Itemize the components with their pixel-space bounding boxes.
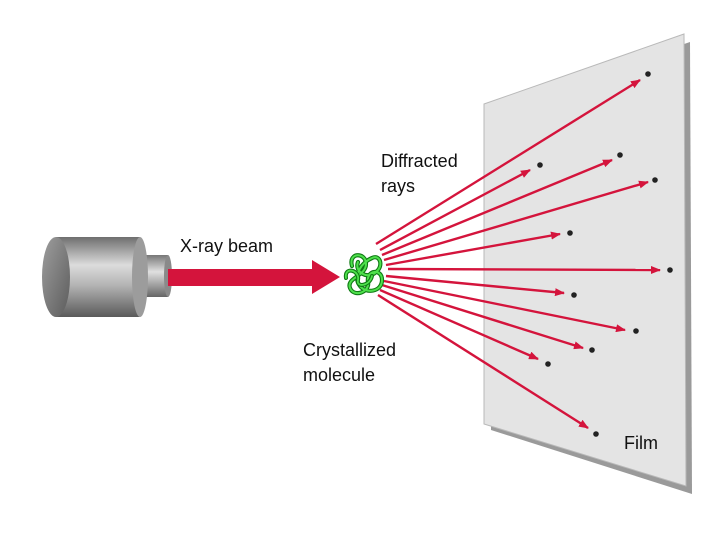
- diffracted-ray-11: [377, 293, 589, 430]
- diffracted-ray-8: [383, 279, 626, 333]
- molecule-label-line1: Crystallized: [303, 340, 396, 360]
- diffraction-spot-1: [645, 71, 651, 77]
- source-body-front: [132, 237, 148, 317]
- film-plate: [483, 33, 692, 494]
- rays-label-line1: Diffracted: [381, 151, 458, 171]
- crystallized-molecule-icon: [343, 253, 385, 296]
- molecule-label: Crystallized molecule: [303, 340, 396, 385]
- xray-beam-arrow: [168, 260, 340, 294]
- x-ray-source-icon: [42, 237, 172, 317]
- film-label: Film: [624, 433, 658, 453]
- diffracted-ray-5: [385, 231, 561, 267]
- diffraction-spots: [537, 71, 673, 437]
- diffracted-ray-4: [383, 180, 649, 262]
- diffracted-rays-label: Diffracted rays: [381, 151, 458, 196]
- diffraction-spot-3: [617, 152, 623, 158]
- diffraction-spot-11: [593, 431, 599, 437]
- diffracted-rays: [375, 78, 661, 430]
- diffracted-ray-1: [375, 78, 641, 246]
- diffraction-spot-8: [633, 328, 639, 334]
- film-surface: [483, 33, 687, 487]
- diffraction-spot-5: [567, 230, 573, 236]
- molecule-label-line2: molecule: [303, 365, 375, 385]
- rays-label-line2: rays: [381, 176, 415, 196]
- diffraction-spot-9: [589, 347, 595, 353]
- diffraction-spot-2: [537, 162, 543, 168]
- beam-label: X-ray beam: [180, 236, 273, 256]
- diffraction-spot-7: [571, 292, 577, 298]
- diffraction-spot-10: [545, 361, 551, 367]
- diffraction-spot-4: [652, 177, 658, 183]
- diffracted-ray-2: [379, 168, 531, 252]
- diffracted-ray-7: [385, 274, 565, 297]
- source-cap: [42, 237, 70, 317]
- diffraction-spot-6: [667, 267, 673, 273]
- diffracted-ray-6: [387, 265, 661, 274]
- diffracted-ray-3: [381, 158, 613, 257]
- diffracted-ray-10: [379, 288, 539, 361]
- diffracted-ray-9: [381, 283, 584, 350]
